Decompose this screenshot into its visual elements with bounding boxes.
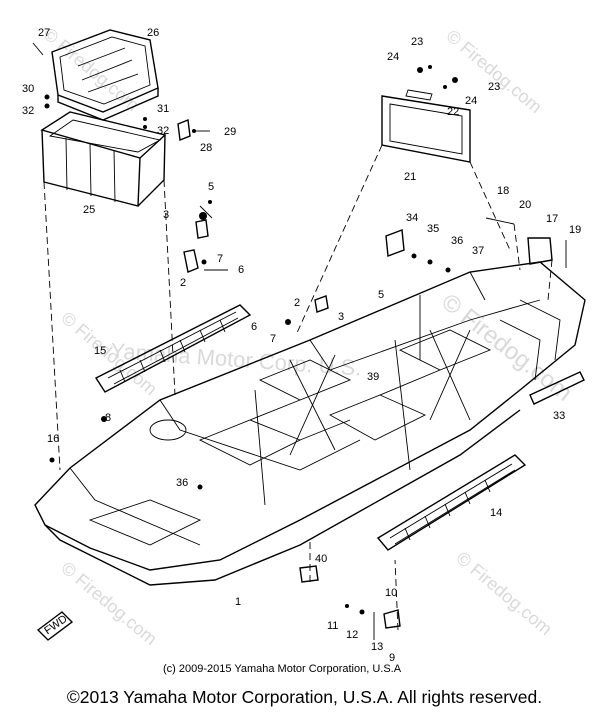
watermark-top-right: © Firedog.com xyxy=(442,26,545,117)
part-number-label: 28 xyxy=(200,142,212,154)
part-number-label: 19 xyxy=(569,224,581,236)
part-number-label: 32 xyxy=(157,125,169,137)
part-number-label: 37 xyxy=(472,245,484,257)
part-number-label: 23 xyxy=(488,81,500,93)
part-number-label: 22 xyxy=(447,106,459,118)
part-number-label: 16 xyxy=(47,433,59,445)
part-number-label: 12 xyxy=(346,629,358,641)
part-number-label: 35 xyxy=(427,223,439,235)
part-number-label: 40 xyxy=(315,553,327,565)
part-number-label: 33 xyxy=(553,410,565,422)
part-number-label: 20 xyxy=(519,199,531,211)
watermark-right: © Firedog.com xyxy=(436,288,577,406)
copyright-text: ©2013 Yamaha Motor Corporation, U.S.A. A… xyxy=(66,687,543,707)
part-number-label: 10 xyxy=(385,587,397,599)
part-number-label: 29 xyxy=(224,126,236,138)
copyright-footer: ©2013 Yamaha Motor Corporation, U.S.A. A… xyxy=(0,682,609,713)
inline-copyright: (c) 2009-2015 Yamaha Motor Corporation, … xyxy=(163,663,402,675)
part-number-label: 39 xyxy=(367,371,379,383)
part-number-label: 25 xyxy=(83,204,95,216)
part-number-label: 17 xyxy=(546,213,558,225)
part-number-label: 9 xyxy=(389,652,395,664)
part-number-label: 13 xyxy=(371,641,383,653)
part-number-label: 24 xyxy=(465,95,477,107)
part-number-label: 36 xyxy=(176,477,188,489)
watermark-bottom-left: © Firedog.com xyxy=(57,558,160,649)
part-number-label: 11 xyxy=(327,620,338,632)
rail-part xyxy=(529,371,585,405)
leader-lines xyxy=(43,144,553,631)
part-number-label: 15 xyxy=(94,345,106,357)
hardware-lower xyxy=(49,295,401,640)
part-number-label: 8 xyxy=(105,412,111,424)
parts-diagram: Yamaha Motor Corp. U.S. © Firedog.com © … xyxy=(22,24,586,675)
part-number-label: 3 xyxy=(163,209,169,221)
part-number-label: 6 xyxy=(238,264,244,276)
seat-cushion-part xyxy=(51,29,159,121)
part-number-label: 1 xyxy=(235,596,241,608)
part-number-label: 24 xyxy=(387,51,399,63)
bracket-upper xyxy=(183,200,228,273)
direction-marker: FWD xyxy=(36,611,74,641)
part-number-label: 23 xyxy=(411,36,423,48)
part-number-label: 32 xyxy=(22,105,34,117)
part-number-label: 21 xyxy=(404,171,416,183)
part-number-label: 14 xyxy=(490,507,502,519)
hull-part xyxy=(34,261,586,586)
hardware-top-left xyxy=(32,42,210,141)
part-number-label: 2 xyxy=(180,277,186,289)
part-number-label: 27 xyxy=(38,27,50,39)
part-number-label: 31 xyxy=(157,103,169,115)
part-number-label: 26 xyxy=(147,27,159,39)
part-number-label: 2 xyxy=(294,297,300,309)
part-number-label: 7 xyxy=(270,333,276,345)
part-number-label: 34 xyxy=(406,212,418,224)
watermark-bottom-right: © Firedog.com xyxy=(452,548,555,639)
part-number-label: 30 xyxy=(22,83,34,95)
part-number-label: 3 xyxy=(338,311,344,323)
watermarks: Yamaha Motor Corp. U.S. © Firedog.com © … xyxy=(39,24,577,649)
part-number-label: 5 xyxy=(378,289,384,301)
part-number-label: 7 xyxy=(217,253,223,265)
step-plate-right xyxy=(376,454,527,551)
part-number-label: 6 xyxy=(251,321,257,333)
part-number-label: 5 xyxy=(208,181,214,193)
part-number-label: 36 xyxy=(451,235,463,247)
part-number-label: 18 xyxy=(497,185,509,197)
step-plate-left xyxy=(94,304,252,393)
